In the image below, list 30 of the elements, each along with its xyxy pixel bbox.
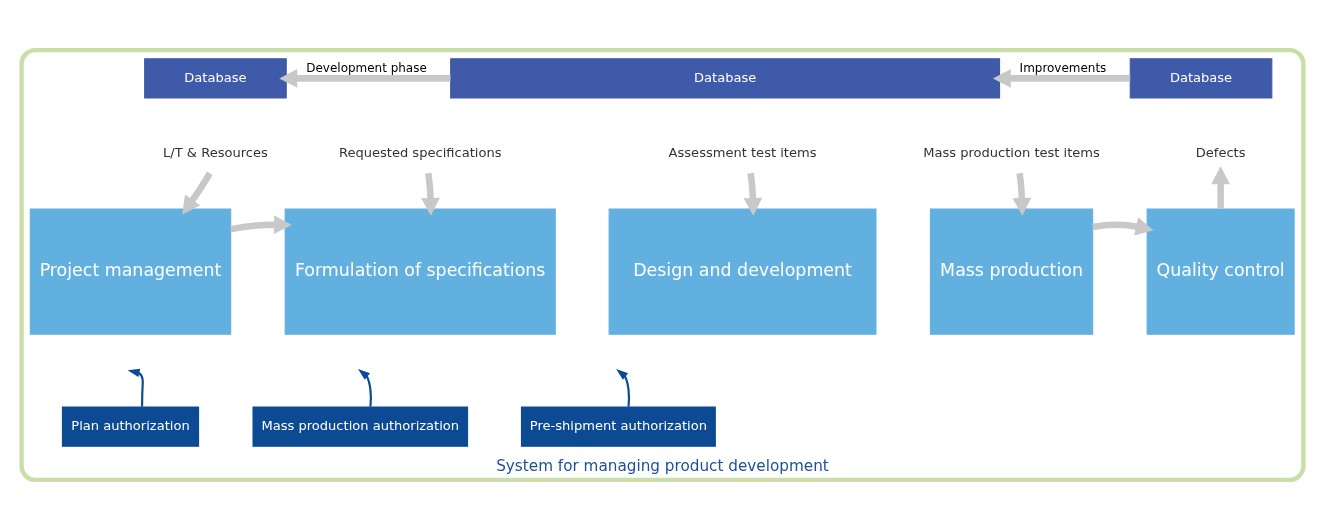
arrow [616,368,631,407]
node-box: Database [1129,57,1273,99]
node-box: Plan authorization [61,405,200,447]
arrow [358,368,372,407]
node-box: Formulation of specifications [284,208,556,335]
node-text: Mass production test items [923,144,1100,160]
node-box: Design and development [608,208,877,335]
node-box: Database [144,57,287,99]
arrow [1092,216,1154,235]
edge-label: Improvements [1019,60,1107,75]
node-box: Mass production [929,208,1094,335]
node-box: Quality control [1146,208,1295,335]
arrow [230,214,292,234]
node-box: Database [450,57,1001,99]
node-text: Assessment test items [668,144,817,160]
arrow [992,68,1131,88]
arrow [1211,165,1231,209]
node-text: Defects [1195,144,1246,160]
node-text: L/T & Resources [163,144,268,160]
arrow [182,171,213,215]
arrow [1012,172,1032,216]
node-text: Requested specifications [338,144,502,160]
arrow [127,368,144,407]
arrow [279,68,451,88]
arrow [421,172,440,216]
arrow [743,172,763,216]
node-box: Project management [29,208,232,335]
node-box: Mass production authorization [252,405,469,447]
node-box: Pre-shipment authorization [520,405,716,447]
edge-label: Development phase [306,60,427,75]
